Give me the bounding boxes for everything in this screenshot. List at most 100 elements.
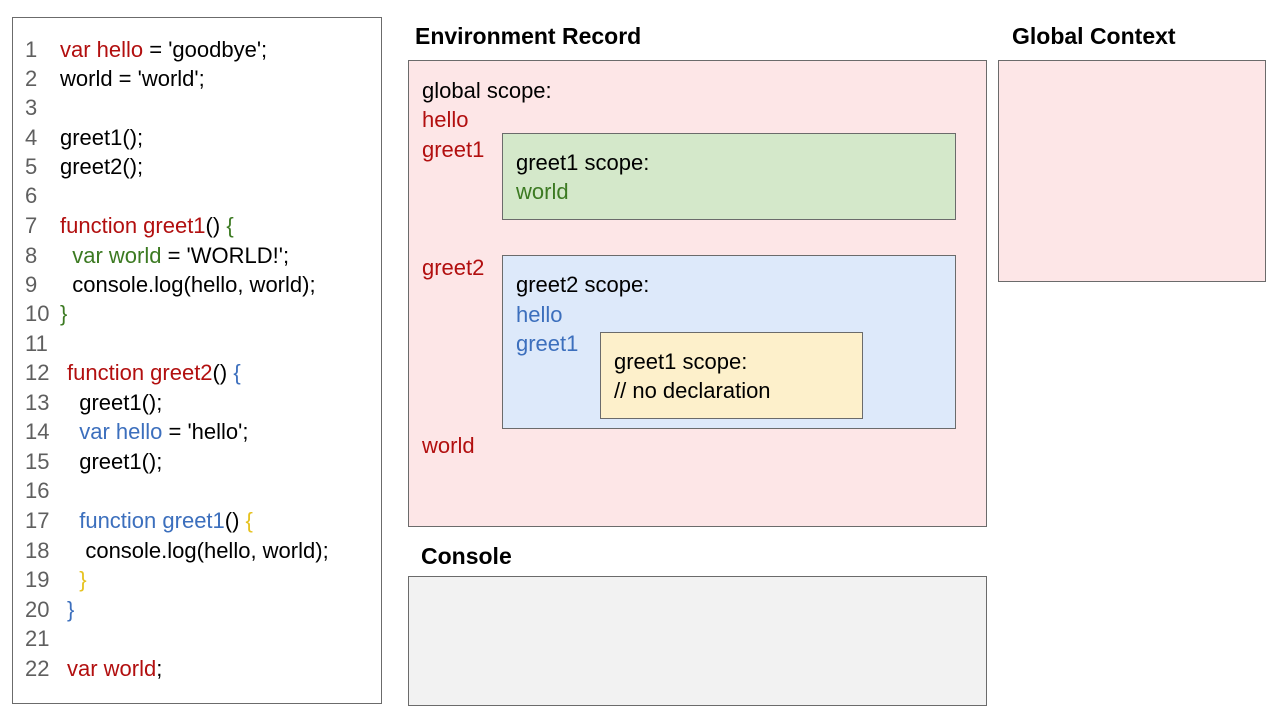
code-text: greet2(); (60, 154, 143, 179)
code-token: var hello (67, 419, 163, 444)
code-line: 19 } (25, 566, 87, 594)
code-token: greet1(); (60, 125, 144, 150)
inner-greet1-note: // no declaration (614, 378, 771, 403)
line-number: 9 (25, 272, 38, 297)
code-token: = 'hello'; (162, 419, 249, 444)
code-token: var hello (60, 37, 144, 62)
code-text: } (60, 301, 67, 326)
code-line: 9 console.log(hello, world); (25, 271, 316, 299)
line-number: 15 (25, 449, 50, 474)
line-number: 1 (25, 37, 38, 62)
code-token: greet1(); (67, 390, 163, 415)
console-heading: Console (421, 543, 512, 569)
code-token: () (205, 213, 227, 238)
line-number: 17 (25, 508, 50, 533)
line-number: 19 (25, 567, 50, 592)
inner-greet1-scope-title: greet1 scope: (614, 349, 748, 374)
code-token: () (224, 508, 246, 533)
code-text: function greet1() { (60, 213, 234, 238)
environment-record-heading: Environment Record (415, 23, 642, 49)
code-token: function greet1 (60, 213, 206, 238)
code-token: { (226, 213, 234, 238)
code-text: greet1(); (60, 125, 143, 150)
code-line: 5 greet2(); (25, 153, 143, 181)
code-token: console.log(hello, world); (67, 538, 329, 563)
code-line: 4 greet1(); (25, 124, 143, 152)
code-token: () (212, 360, 234, 385)
line-number: 12 (25, 360, 50, 385)
code-text: function greet1() { (67, 508, 253, 533)
code-token: greet2(); (60, 154, 144, 179)
line-number: 6 (25, 183, 38, 208)
code-token: { (233, 360, 241, 385)
line-number: 8 (25, 243, 38, 268)
code-text: var hello = 'goodbye'; (60, 37, 267, 62)
code-text: var world = 'WORLD!'; (60, 243, 289, 268)
line-number: 20 (25, 597, 50, 622)
code-token: function greet1 (67, 508, 225, 533)
code-line: 16 (25, 477, 60, 505)
greet1-var-world: world (516, 179, 569, 204)
code-line: 22 var world; (25, 655, 162, 683)
line-number: 4 (25, 125, 38, 150)
code-text: function greet2() { (67, 360, 241, 385)
code-line: 3 (25, 94, 60, 122)
greet2-scope-box: greet2 scope: hello greet1 greet1 scope:… (502, 255, 956, 429)
code-line: 21 (25, 625, 60, 653)
line-number: 21 (25, 626, 50, 651)
greet2-scope-title: greet2 scope: (516, 272, 650, 297)
greet1-scope-title: greet1 scope: (516, 150, 650, 175)
code-line: 20} (25, 596, 74, 624)
code-token: } (67, 597, 75, 622)
code-line: 15 greet1(); (25, 448, 162, 476)
environment-record-box: global scope: hello greet1 greet2 world … (408, 60, 987, 527)
code-line: 18 console.log(hello, world); (25, 537, 329, 565)
line-number: 10 (25, 301, 50, 326)
global-var-hello: hello (422, 107, 469, 132)
line-number: 2 (25, 66, 38, 91)
code-line: 11 (25, 330, 60, 358)
line-number: 11 (25, 331, 48, 356)
code-text: world = 'world'; (60, 66, 205, 91)
code-panel: 1 var hello = 'goodbye'; 2 world = 'world';… (12, 17, 382, 704)
code-line: 8 var world = 'WORLD!'; (25, 242, 289, 270)
code-token: } (67, 567, 87, 592)
code-text: var hello = 'hello'; (67, 419, 248, 444)
global-scope-title: global scope: (422, 78, 552, 103)
line-number: 14 (25, 419, 50, 444)
global-var-greet1: greet1 (422, 137, 485, 162)
line-number: 13 (25, 390, 50, 415)
line-number: 18 (25, 538, 50, 563)
code-token: { (245, 508, 253, 533)
code-text: } (67, 597, 74, 622)
code-line: 17 function greet1() { (25, 507, 253, 535)
code-line: 12 function greet2() { (25, 359, 241, 387)
code-text: greet1(); (67, 449, 162, 474)
code-token: console.log(hello, world); (60, 272, 316, 297)
code-line: 2 world = 'world'; (25, 65, 205, 93)
global-var-world: world (422, 433, 475, 458)
greet1-scope-box: greet1 scope: world (502, 133, 956, 220)
code-token: var world (67, 656, 157, 681)
line-number: 5 (25, 154, 38, 179)
line-number: 16 (25, 478, 50, 503)
code-text: console.log(hello, world); (60, 272, 316, 297)
code-token: var world (60, 243, 162, 268)
code-token: greet1(); (67, 449, 163, 474)
code-token: ; (156, 656, 163, 681)
code-text: } (67, 567, 87, 592)
code-line: 6 (25, 182, 60, 210)
greet2-var-hello: hello (516, 302, 563, 327)
code-line: 1 var hello = 'goodbye'; (25, 36, 267, 64)
code-line: 14 var hello = 'hello'; (25, 418, 248, 446)
code-token: = 'goodbye'; (143, 37, 268, 62)
global-context-box (998, 60, 1266, 282)
inner-greet1-scope-box: greet1 scope: // no declaration (600, 332, 863, 419)
code-line: 10} (25, 300, 67, 328)
code-line: 13 greet1(); (25, 389, 162, 417)
code-token: world = 'world'; (60, 66, 205, 91)
code-token: = 'WORLD!'; (161, 243, 290, 268)
line-number: 22 (25, 656, 50, 681)
code-text: greet1(); (67, 390, 162, 415)
